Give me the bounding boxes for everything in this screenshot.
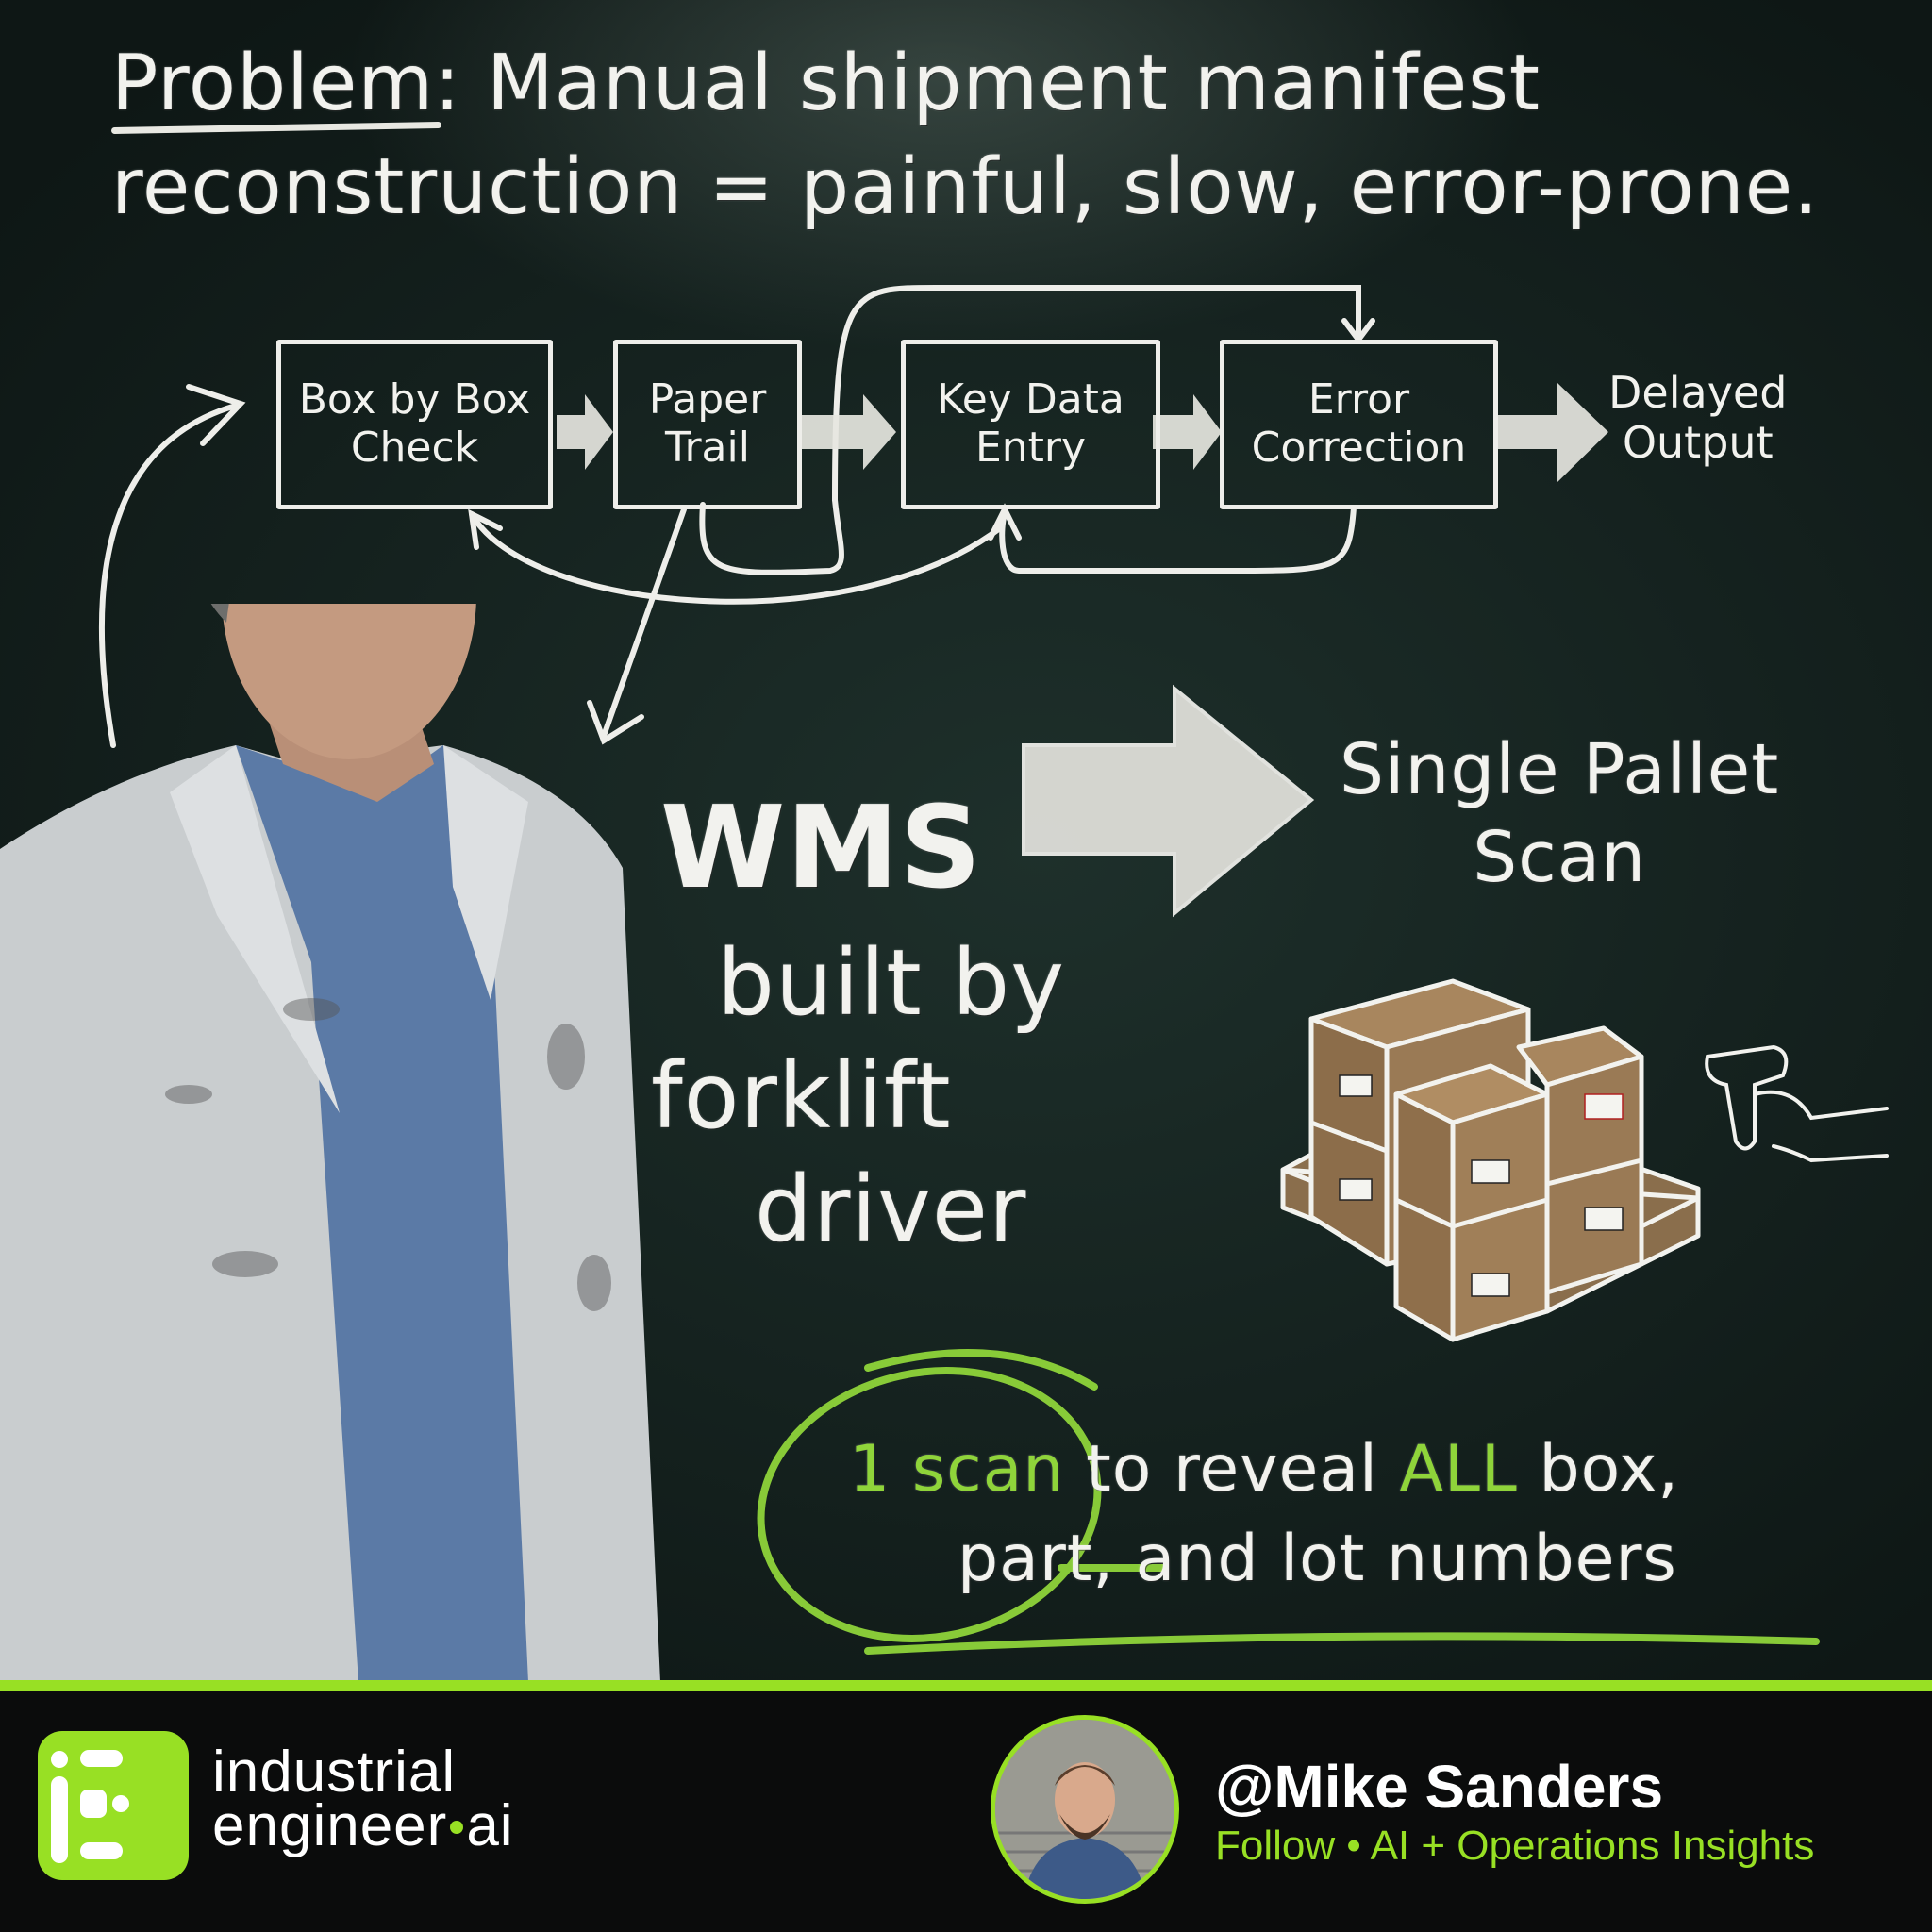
wms-subtitle-line-3: driver [755, 1157, 1027, 1262]
tagline-emphasis: ALL [1399, 1432, 1518, 1507]
follow-subtitle[interactable]: Follow • AI + Operations Insights [1215, 1823, 1815, 1869]
wms-title: WMS [660, 783, 983, 914]
author-handle[interactable]: @Mike Sanders [1215, 1753, 1664, 1821]
green-circle-annotation [757, 1349, 1820, 1655]
frustrated-engineer-photo [0, 604, 660, 1682]
footer-bar [0, 1682, 1932, 1932]
brand-dot [450, 1820, 464, 1834]
headline-line-1: Problem: Manual shipment manifest [111, 39, 1541, 128]
wms-subtitle-line-2: forklift [651, 1043, 952, 1149]
tagline-highlight: 1 scan [849, 1432, 1065, 1507]
author-avatar[interactable] [991, 1715, 1179, 1904]
avatar-photo [995, 1720, 1174, 1899]
headline-problem-label: Problem: [111, 39, 461, 128]
logo-glyph-icon [51, 1750, 129, 1863]
headline-line-2: reconstruction = painful, slow, error-pr… [111, 142, 1820, 232]
tagline-line-2: part, and lot numbers [958, 1522, 1677, 1597]
wms-subtitle-line-1: built by [717, 930, 1066, 1036]
industrial-engineer-logo-icon [38, 1731, 189, 1880]
tagline: 1 scan to reveal ALL box, part, and lot … [849, 1424, 1679, 1604]
flow-output-delayed: Delayed Output [1608, 367, 1788, 468]
footer-accent-line [0, 1680, 1932, 1691]
pallet-boxes-illustration [1280, 978, 1889, 1342]
single-pallet-scan-label: Single Pallet Scan [1340, 729, 1780, 898]
flowchart-arrows [99, 284, 1608, 918]
